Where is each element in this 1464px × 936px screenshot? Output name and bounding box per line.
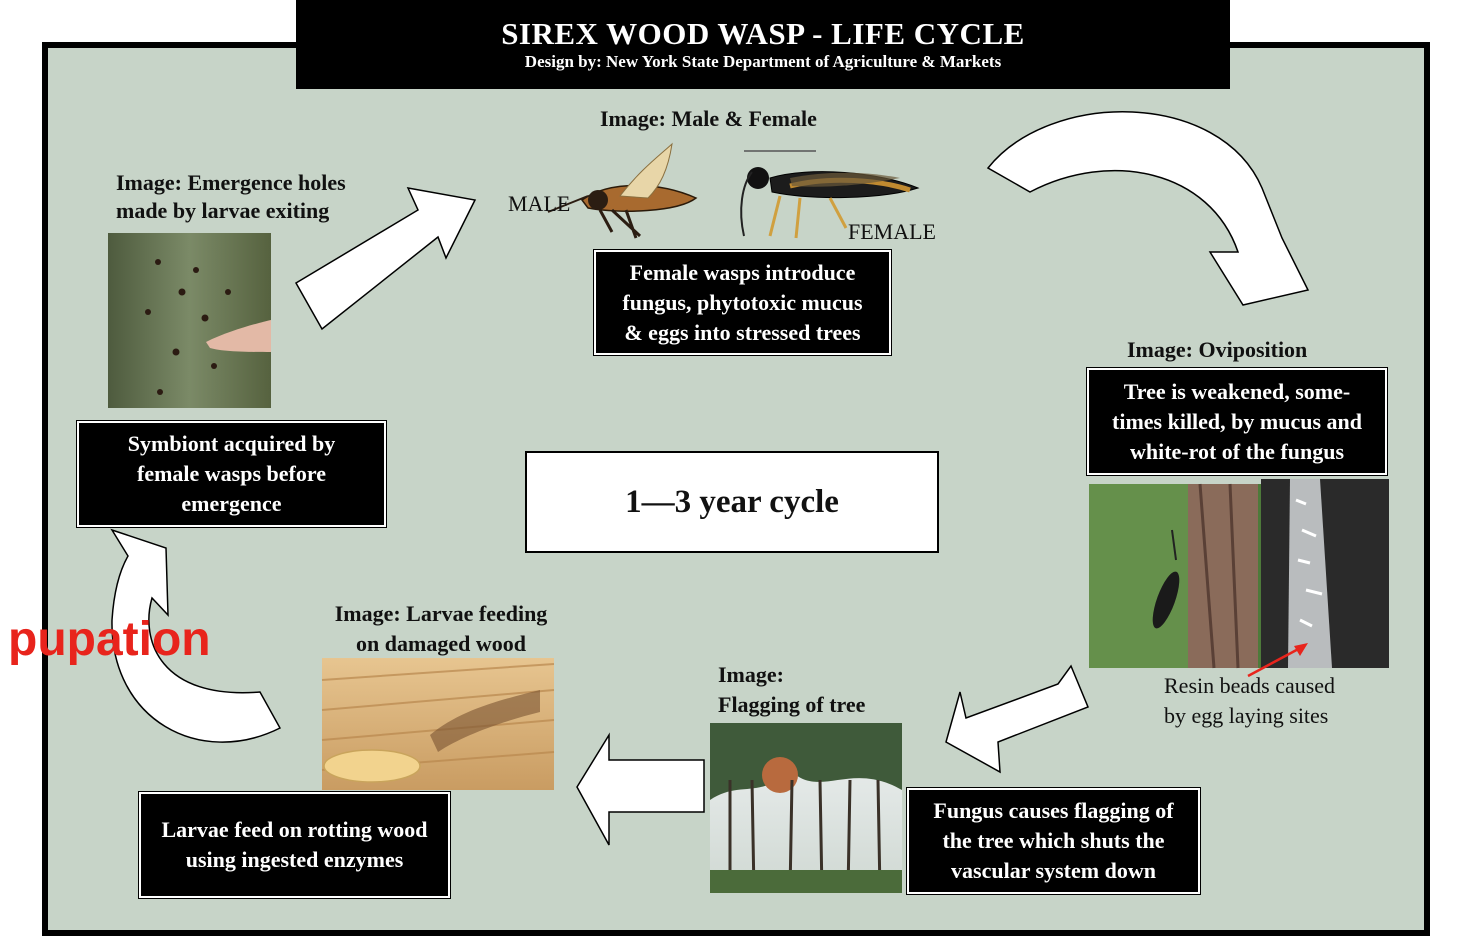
oviposition-line-1: Tree is weakened, some- [1123, 378, 1351, 404]
flagging-label-line-2: Flagging of tree [718, 692, 866, 717]
emergence-label-line-1: Image: Emergence holes [116, 170, 346, 195]
resin-caption-line-2: by egg laying sites [1164, 703, 1329, 728]
oviposition-line-3: white-rot of the fungus [1129, 438, 1345, 464]
cycle-duration: 1—3 year cycle [525, 451, 939, 553]
flagging-image [710, 723, 902, 894]
arrow-to-adults [294, 187, 477, 331]
flagging-line-3: vascular system down [951, 858, 1156, 883]
emergence-line-3: emergence [181, 491, 282, 516]
diagram-title: SIREX WOOD WASP - LIFE CYCLE [501, 16, 1025, 51]
male-tag: MALE [508, 191, 571, 216]
flagging-line-2: the tree which shuts the [942, 828, 1165, 853]
larvae-image-label: Image: Larvae feeding on damaged wood [312, 599, 570, 659]
larvae-line-1: Larvae feed on rotting wood [161, 817, 428, 842]
pupation-label: pupation [8, 613, 211, 666]
emergence-line-1: Symbiont acquired by [127, 431, 336, 456]
oviposition-description: Tree is weakened, some- times killed, by… [1086, 367, 1388, 476]
arrow-pupation [110, 528, 282, 743]
larvae-line-2: using ingested enzymes [185, 847, 404, 872]
oviposition-image [1089, 479, 1389, 678]
oviposition-line-2: times killed, by mucus and [1112, 408, 1362, 434]
flagging-description: Fungus causes flagging of the tree which… [906, 787, 1201, 895]
oviposition-image-label: Image: Oviposition [1127, 337, 1308, 362]
arrow-to-flagging [945, 664, 1089, 774]
male-wasp-image [547, 142, 698, 239]
larvae-label-line-2: on damaged wood [356, 631, 526, 656]
title-banner: SIREX WOOD WASP - LIFE CYCLE Design by: … [296, 0, 1230, 89]
flagging-label-line-1: Image: [718, 662, 784, 687]
adults-line-3: & eggs into stressed trees [624, 319, 861, 345]
larvae-image [321, 658, 555, 790]
emergence-label-line-2: made by larvae exiting [116, 198, 330, 223]
resin-caption-line-1: Resin beads caused [1164, 673, 1336, 698]
female-wasp-image [740, 150, 920, 239]
flagging-line-1: Fungus causes flagging of [933, 798, 1174, 823]
emergence-line-2: female wasps before [137, 461, 326, 486]
emergence-image-label: Image: Emergence holes made by larvae ex… [116, 169, 346, 225]
arrow-to-oviposition [986, 111, 1310, 306]
emergence-holes-image [108, 233, 271, 408]
adults-description: Female wasps introduce fungus, phytotoxi… [593, 249, 892, 356]
arrow-to-larvae [576, 732, 705, 846]
adults-line-2: fungus, phytotoxic mucus [622, 289, 863, 315]
female-tag: FEMALE [848, 219, 936, 244]
larvae-label-line-1: Image: Larvae feeding [334, 601, 548, 626]
flagging-image-label: Image: Flagging of tree [718, 660, 865, 720]
diagram-subtitle: Design by: New York State Department of … [524, 52, 1002, 71]
larvae-description: Larvae feed on rotting wood using ingest… [138, 791, 451, 899]
emergence-description: Symbiont acquired by female wasps before… [76, 420, 387, 528]
adults-image-label: Image: Male & Female [600, 106, 817, 131]
adults-line-1: Female wasps introduce [629, 259, 856, 285]
resin-caption: Resin beads caused by egg laying sites [1164, 671, 1335, 731]
